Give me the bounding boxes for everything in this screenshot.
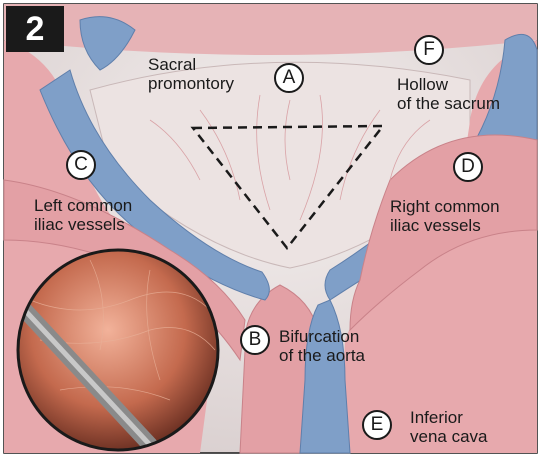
marker-d: D [453,152,483,182]
label-right-common-iliac: Right common iliac vessels [390,197,500,235]
label-hollow-sacrum: Hollow of the sacrum [397,75,500,113]
marker-a: A [274,63,304,93]
marker-f: F [414,35,444,65]
laparoscopic-inset [18,250,218,450]
panel-number: 2 [6,6,64,52]
marker-c: C [66,150,96,180]
marker-b: B [240,325,270,355]
label-inferior-vena-cava: Inferior vena cava [410,408,488,446]
marker-e: E [362,410,392,440]
label-left-common-iliac: Left common iliac vessels [34,196,132,234]
label-sacral-promontory: Sacral promontory [148,55,234,93]
label-bifurcation-aorta: Bifurcation of the aorta [279,327,365,365]
